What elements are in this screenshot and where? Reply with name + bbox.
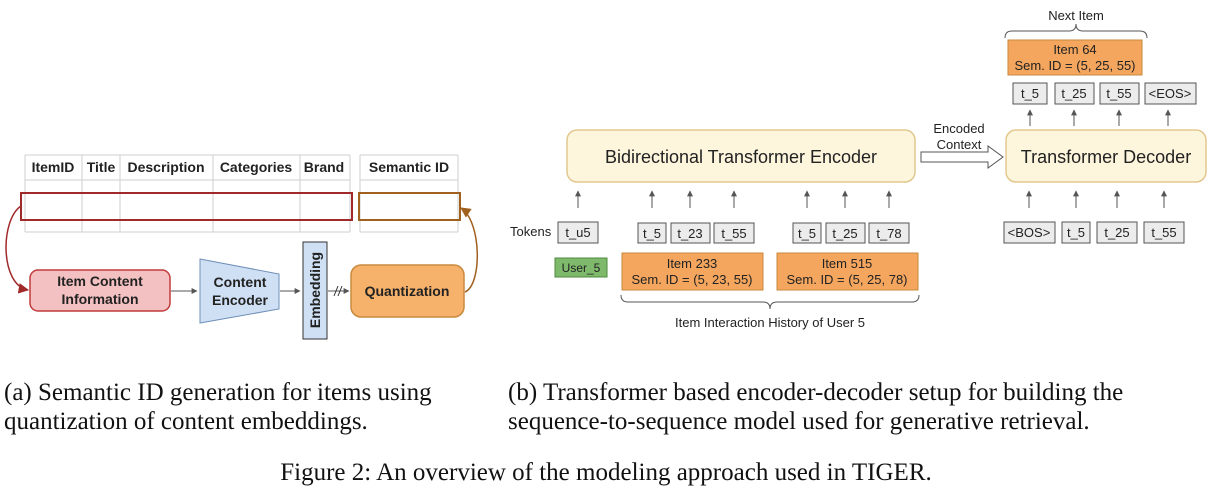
- dec-in-bos: <BOS>: [1008, 225, 1051, 240]
- context-label-1: Encoded: [933, 121, 984, 136]
- table-header-itemid: ItemID: [32, 159, 75, 175]
- item-233-box: Item 233 Sem. ID = (5, 23, 55): [621, 252, 764, 291]
- token-group-2: t_5 t_25 t_78: [792, 222, 910, 244]
- semantic-id-table: Semantic ID: [358, 154, 461, 233]
- next-item-semid: Sem. ID = (5, 25, 55): [1014, 58, 1135, 73]
- decoder-label: Transformer Decoder: [1021, 147, 1191, 167]
- caption-b-line-1: (b) Transformer based encoder-decoder se…: [508, 379, 1123, 406]
- caption-b-line-2: sequence-to-sequence model used for gene…: [508, 408, 1090, 435]
- next-item-box: Item 64 Sem. ID = (5, 25, 55): [1007, 39, 1143, 76]
- token-t78: t_78: [876, 226, 901, 241]
- decoder-output-tokens: t_5 t_25 t_55 <EOS>: [1012, 82, 1197, 105]
- item-515-semid: Sem. ID = (5, 25, 78): [786, 272, 907, 287]
- table-header-title: Title: [87, 159, 116, 175]
- content-encoder-label-2: Encoder: [212, 292, 269, 308]
- item-233-semid: Sem. ID = (5, 23, 55): [631, 272, 752, 287]
- item-515-box: Item 515 Sem. ID = (5, 25, 78): [776, 252, 919, 291]
- user-token-label: t_u5: [565, 225, 590, 240]
- dec-out-t25: t_25: [1061, 86, 1086, 101]
- item-content-label-2: Information: [62, 291, 139, 307]
- encoder-box: Bidirectional Transformer Encoder: [566, 129, 916, 183]
- table-to-content-arrow: [5, 205, 30, 294]
- history-label: Item Interaction History of User 5: [675, 315, 865, 330]
- item-content-label-1: Item Content: [57, 273, 143, 289]
- semantic-row-highlight: [358, 192, 461, 221]
- token-t55-a: t_55: [721, 226, 746, 241]
- token-t5-a: t_5: [643, 226, 661, 241]
- dec-out-t55: t_55: [1106, 86, 1131, 101]
- token-t23: t_23: [677, 226, 702, 241]
- quantization-to-semantic-arrow: [460, 207, 479, 293]
- user-badge: User_5: [554, 257, 608, 278]
- next-item-brace: [1004, 23, 1148, 39]
- decoder-box: Transformer Decoder: [1005, 129, 1207, 183]
- quantization-box: Quantization: [350, 264, 465, 318]
- dec-in-t5: t_5: [1067, 225, 1085, 240]
- dec-in-t55: t_55: [1151, 225, 1176, 240]
- user-token: t_u5: [557, 221, 599, 244]
- tokens-label: Tokens: [510, 224, 552, 239]
- user-badge-label: User_5: [562, 261, 601, 275]
- table-header-description: Description: [127, 159, 204, 175]
- next-item-title: Next Item: [1048, 8, 1104, 23]
- token-t5-b: t_5: [798, 226, 816, 241]
- dec-out-t5: t_5: [1021, 86, 1039, 101]
- feature-table: ItemID Title Description Categories Bran…: [20, 154, 353, 233]
- quantization-label: Quantization: [365, 283, 450, 299]
- token-t25-a: t_25: [832, 226, 857, 241]
- figure-caption: Figure 2: An overview of the modeling ap…: [280, 459, 932, 486]
- semantic-id-header: Semantic ID: [369, 159, 449, 175]
- token-group-1: t_5 t_23 t_55: [637, 222, 755, 244]
- caption-a-line-2: quantization of content embeddings.: [4, 408, 368, 435]
- decoder-input-tokens: <BOS> t_5 t_25 t_55: [1003, 221, 1185, 244]
- embedding-to-quantization-arrow: [328, 285, 350, 297]
- item-515-label: Item 515: [822, 256, 873, 271]
- table-header-categories: Categories: [220, 159, 293, 175]
- encoder-label: Bidirectional Transformer Encoder: [605, 147, 877, 167]
- next-item-label: Item 64: [1053, 42, 1096, 57]
- context-arrow: Encoded Context: [920, 121, 1004, 169]
- content-encoder-label-1: Content: [214, 274, 267, 290]
- history-brace: [620, 294, 920, 310]
- embedding-bar: Embedding: [302, 241, 328, 340]
- dec-in-t25: t_25: [1104, 225, 1129, 240]
- dec-out-eos: <EOS>: [1149, 86, 1192, 101]
- item-content-box: Item Content Information: [29, 269, 171, 312]
- item-233-label: Item 233: [667, 256, 718, 271]
- table-row-highlight: [20, 192, 353, 221]
- embedding-label: Embedding: [307, 252, 323, 328]
- table-header-brand: Brand: [304, 159, 344, 175]
- caption-a-line-1: (a) Semantic ID generation for items usi…: [4, 379, 432, 406]
- context-label-2: Context: [937, 137, 982, 152]
- content-encoder: Content Encoder: [199, 258, 280, 324]
